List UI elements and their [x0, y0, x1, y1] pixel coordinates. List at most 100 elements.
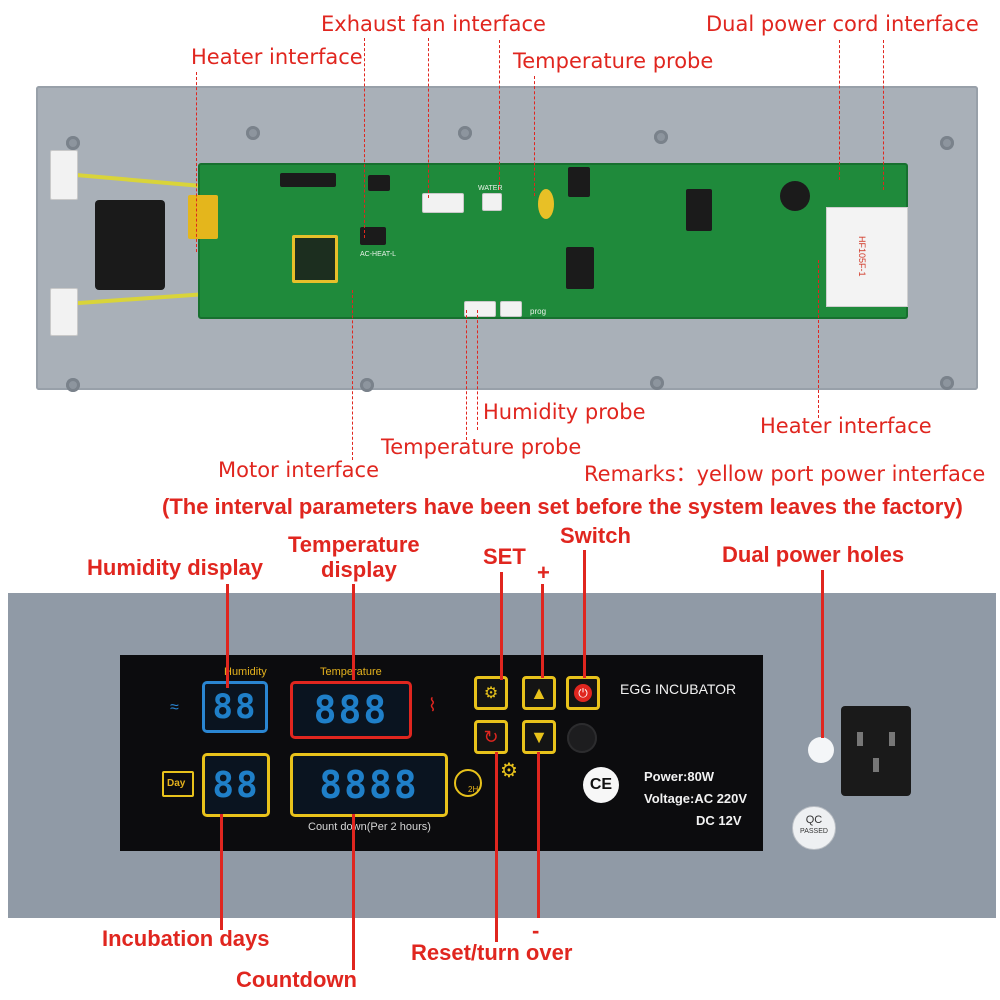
component [280, 173, 336, 187]
power-icon: ⏻ [574, 684, 592, 702]
gear-icon: ⚙ [483, 685, 499, 702]
two-h-text: 2H [468, 785, 479, 794]
day-icon-text: Day [167, 778, 186, 789]
voltage-spec: Voltage:AC 220V [644, 791, 748, 806]
screw-hole [246, 126, 260, 140]
leader-motor [352, 290, 353, 460]
label-plus: + [537, 560, 550, 585]
leader-temperature-display [352, 584, 355, 680]
label-dual-power-cord-interface: Dual power cord interface [706, 12, 979, 36]
label-countdown: Countdown [236, 967, 357, 992]
egg-incubator-title: EGG INCUBATOR [620, 681, 737, 697]
screw-hole [458, 126, 472, 140]
socket-pin [889, 732, 895, 746]
qc-passed-text: PASSED [800, 828, 828, 835]
label-heater-interface-left: Heater interface [191, 45, 363, 69]
day-calendar-icon: Day [162, 771, 194, 797]
power-socket-top [95, 200, 165, 290]
leader-humidity-display [226, 584, 229, 688]
lcd-display: Humidity Temperature 88 888 88 8888 Coun… [120, 655, 763, 851]
label-dual-power-holes: Dual power holes [722, 542, 905, 567]
label-temperature-probe-bottom: Temperature probe [381, 435, 582, 459]
component [360, 227, 386, 245]
label-exhaust-fan-interface: Exhaust fan interface [321, 12, 546, 36]
label-temperature-display-2: display [321, 557, 397, 582]
relay: HF105F-1 [826, 207, 908, 307]
label-set: SET [483, 544, 526, 569]
component [686, 189, 712, 231]
screw-hole [650, 376, 664, 390]
pcb-label-ac-heat: AC-HEAT-L [360, 251, 397, 258]
leader-countdown [352, 814, 355, 970]
label-humidity-probe: Humidity probe [483, 400, 646, 424]
screw-hole [940, 136, 954, 150]
leader-dual-power-b [883, 40, 884, 190]
ce-mark: CE [583, 767, 619, 803]
leader-exhaust-fan-a [364, 38, 365, 238]
label-reset-turn-over: Reset/turn over [411, 940, 573, 965]
leader-switch [583, 550, 586, 678]
power-socket-bottom [841, 706, 911, 796]
pcb-label-water: WATER [478, 185, 503, 192]
component [292, 235, 338, 283]
wire-clip [50, 150, 78, 200]
leader-reset-turn-over [495, 752, 498, 942]
component [566, 247, 594, 289]
plus-button[interactable]: ▲ [522, 676, 556, 710]
settings-gear-icon: ⚙ [500, 760, 518, 782]
connector [422, 193, 464, 213]
set-button[interactable]: ⚙ [474, 676, 508, 710]
leader-incubation-days [220, 814, 223, 930]
switch-button[interactable]: ⏻ [566, 676, 600, 710]
screw-hole [360, 378, 374, 392]
turn-2h-icon: 2H [454, 769, 482, 797]
label-temperature-probe-top: Temperature probe [513, 49, 714, 73]
component [780, 181, 810, 211]
leader-temp-probe-a [499, 40, 500, 190]
screw-hole [940, 376, 954, 390]
leader-minus [537, 752, 540, 918]
temperature-caption: Temperature [320, 666, 382, 678]
component [538, 189, 554, 219]
arrow-down-icon: ▼ [530, 726, 548, 747]
pcb-label-prog: prog [530, 307, 547, 316]
power-spec: Power:80W [644, 769, 715, 784]
screw-hole [66, 378, 80, 392]
remarks-line-1: Remarks：yellow port power interface [584, 462, 986, 486]
humidity-caption: Humidity [224, 666, 267, 678]
label-humidity-display: Humidity display [87, 555, 264, 580]
leader-heater-left [196, 72, 197, 252]
leader-humidity-probe [477, 310, 478, 430]
screw-hole [654, 130, 668, 144]
leader-plus [541, 584, 544, 678]
leader-temp-probe-bottom [466, 310, 467, 440]
label-switch: Switch [560, 523, 631, 548]
dc-spec: DC 12V [696, 813, 742, 828]
label-minus: - [532, 918, 540, 943]
leader-dual-power-holes [821, 570, 824, 738]
thermometer-icon: ⌇ [428, 695, 437, 715]
socket-pin [873, 758, 879, 772]
temperature-segment-display: 888 [290, 681, 412, 739]
relay-label: HF105F-1 [857, 236, 867, 277]
humidity-segment-display: 88 [202, 681, 268, 733]
screw-hole [66, 136, 80, 150]
power-hole [808, 737, 834, 763]
countdown-segment-display: 8888 [290, 753, 448, 817]
minus-button[interactable]: ▼ [522, 720, 556, 754]
socket-pin [857, 732, 863, 746]
days-segment-display: 88 [202, 753, 270, 817]
reset-turn-over-button[interactable]: ↻ [474, 720, 508, 754]
countdown-caption: Count down(Per 2 hours) [308, 821, 431, 833]
qc-text: QC [805, 814, 823, 826]
leader-dual-power-a [839, 40, 840, 180]
component [368, 175, 390, 191]
connector [464, 301, 496, 317]
connector [500, 301, 522, 317]
leader-exhaust-fan-b [428, 38, 429, 198]
qc-passed-sticker: QC PASSED [792, 806, 836, 850]
pcb-board: AC-HEAT-L WATER prog [188, 163, 908, 319]
leader-set-h [500, 572, 503, 680]
leader-temp-probe-b [534, 76, 535, 196]
remarks-line-2: (The interval parameters have been set b… [162, 494, 963, 519]
